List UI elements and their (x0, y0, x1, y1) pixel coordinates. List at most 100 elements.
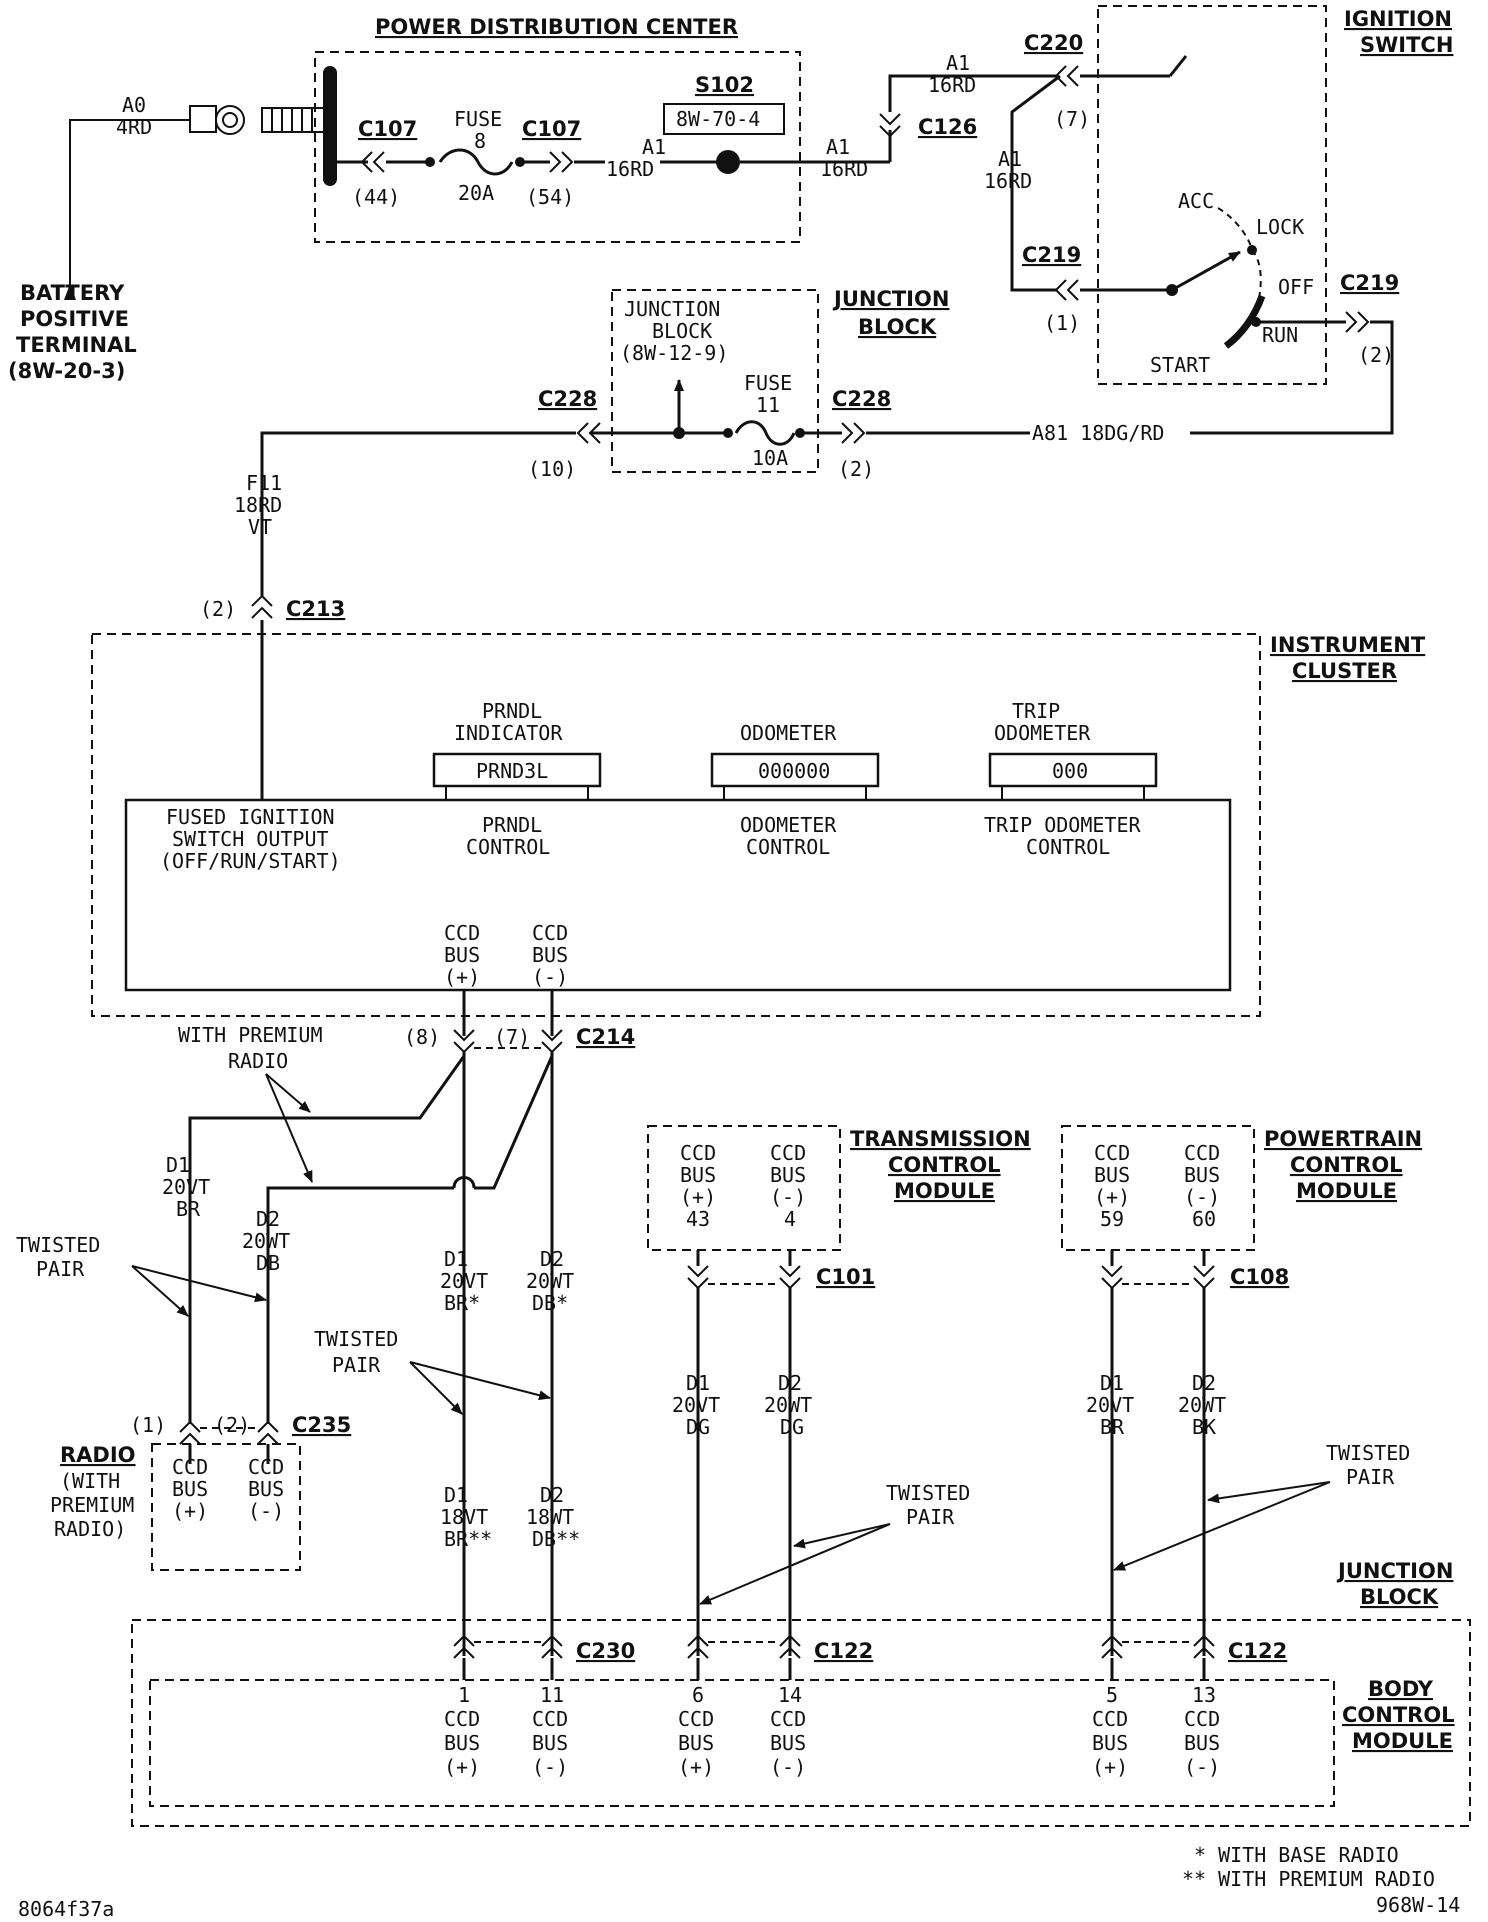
cluster-ccd-minus-1: CCD (532, 921, 568, 945)
c214-pin-b: (7) (494, 1025, 530, 1049)
wire-a0 (69, 119, 160, 300)
jb-inner-2: BLOCK (652, 319, 712, 343)
c107-label-in: C107 (358, 117, 417, 141)
ignition-lock: LOCK (1256, 215, 1304, 239)
twisted-3-line1: TWISTED (886, 1481, 970, 1505)
bcm-pin-14-pol: (-) (770, 1755, 806, 1779)
bcm-d1-tracer: BR* (444, 1291, 480, 1315)
bcm-d1-gauge-2: 18VT (440, 1505, 488, 1529)
prndl-title-2: INDICATOR (454, 721, 563, 745)
tcm-pin-minus: 4 (784, 1207, 796, 1231)
instrument-cluster: INSTRUMENT CLUSTER PRNDL INDICATOR PRND3… (91, 633, 1426, 1017)
c214-label: C214 (576, 1025, 635, 1049)
bcm-pin-6-ccd: CCD (678, 1707, 714, 1731)
bcm-d2-gauge-2: 18WT (526, 1505, 574, 1529)
pcm-ccd-minus-3: (-) (1184, 1185, 1220, 1209)
connector-c235-b (257, 1420, 279, 1445)
c230-label: C230 (576, 1639, 635, 1663)
connector-c122-b (779, 1634, 801, 1659)
footer: * WITH BASE RADIO ** WITH PREMIUM RADIO … (18, 1843, 1460, 1921)
prndl-display-value: PRND3L (476, 759, 548, 783)
radio-boundary (151, 1443, 301, 1571)
tcm-title-3: MODULE (894, 1179, 995, 1203)
fuse-11-rating: 10A (752, 446, 788, 470)
twisted-2-line1: TWISTED (314, 1327, 398, 1351)
premium-label-2: RADIO (228, 1049, 288, 1073)
prndl-title-1: PRNDL (482, 699, 542, 723)
c108-label: C108 (1230, 1265, 1289, 1289)
figure-code-right: 968W-14 (1376, 1893, 1460, 1917)
fused-label-2: SWITCH OUTPUT (172, 827, 329, 851)
fuse-8-rating: 20A (458, 181, 494, 205)
connector-c228-in (576, 422, 601, 444)
c126-label: C126 (918, 115, 977, 139)
battery-label-2: POSITIVE (20, 307, 129, 331)
premium-pointer-2 (265, 1073, 313, 1183)
radio-ccd-plus-2: BUS (172, 1477, 208, 1501)
c107-pin-in: (44) (352, 185, 400, 209)
bcm-d2-tracer-2: DB** (532, 1527, 580, 1551)
wire-a81-label: A81 18DG/RD (1032, 421, 1164, 445)
bcm-boundary (149, 1679, 1335, 1807)
battery-label-1: BATTERY (20, 281, 125, 305)
connector-c230-b (541, 1634, 563, 1659)
bcm-pin-6: 6 (692, 1683, 704, 1707)
bcm-pin-5-pol: (+) (1092, 1755, 1128, 1779)
wire-f11-tracer: VT (248, 515, 272, 539)
jb-inner-3: (8W-12-9) (620, 341, 728, 365)
trip-title-2: ODOMETER (994, 721, 1091, 745)
twisted-1-line1: TWISTED (16, 1233, 100, 1257)
lock-contact (1247, 245, 1257, 255)
pcm-pin-minus: 60 (1192, 1207, 1216, 1231)
pcm-ccd-plus-2: BUS (1094, 1163, 1130, 1187)
bcm-pin-14-bus: BUS (770, 1731, 806, 1755)
bcm-pin-13-bus: BUS (1184, 1731, 1220, 1755)
ignition-title-2: SWITCH (1360, 33, 1453, 57)
bcm-d1-circuit: D1 (444, 1247, 468, 1271)
ignition-contact (1168, 55, 1188, 77)
trip-display-value: 000 (1052, 759, 1088, 783)
c219-label-in: C219 (1022, 243, 1081, 267)
a1-feed: A1 16RD C126 A1 16RD C220 (7) A1 16RD C2… (820, 31, 1188, 335)
pcm-d1-gauge: 20VT (1086, 1393, 1134, 1417)
start-run-arc (1223, 294, 1266, 349)
twisted-1-pointer-a (131, 1265, 189, 1317)
odometer-display-value: 000000 (758, 759, 830, 783)
c235-pin2: (2) (214, 1413, 250, 1437)
wire-a1-gauge-3: 16RD (928, 73, 976, 97)
transmission-control-module: TRANSMISSION CONTROL MODULE CCD BUS (+) … (647, 1125, 1031, 1656)
wire-a0-circuit: A0 (122, 93, 146, 117)
bcm-d2-gauge: 20WT (526, 1269, 574, 1293)
c235-pin1: (1) (130, 1413, 166, 1437)
radio-d2-circuit: D2 (256, 1207, 280, 1231)
connector-c219-out (1345, 311, 1370, 333)
tcm-ccd-plus-3: (+) (680, 1185, 716, 1209)
twisted-3-pointer-b (699, 1523, 891, 1605)
twisted-3-line2: PAIR (906, 1505, 955, 1529)
fuse8-node-left (425, 157, 435, 167)
acc-arc (1217, 207, 1253, 251)
c219-label-out: C219 (1340, 271, 1399, 295)
tcm-ccd-minus-2: BUS (770, 1163, 806, 1187)
c228-pin-in: (10) (528, 457, 576, 481)
c219-pin-in: (1) (1044, 311, 1080, 335)
bcm-title-2: CONTROL (1342, 1703, 1455, 1727)
ignition-title-1: IGNITION (1344, 7, 1452, 31)
bcm-title-3: MODULE (1352, 1729, 1453, 1753)
premium-pointer-1 (265, 1073, 311, 1113)
pcm-title-1: POWERTRAIN (1264, 1127, 1422, 1151)
connector-c213 (251, 594, 273, 619)
connector-c101-b (779, 1265, 801, 1290)
radio-ccd-plus-3: (+) (172, 1499, 208, 1523)
twisted-1-line2: PAIR (36, 1257, 85, 1281)
tcm-ccd-minus-3: (-) (770, 1185, 806, 1209)
pcm-ccd-plus-3: (+) (1094, 1185, 1130, 1209)
pcm-d2-tracer: BK (1192, 1415, 1216, 1439)
battery-label-4: (8W-20-3) (8, 359, 125, 383)
bcm-d1-tracer-2: BR** (444, 1527, 492, 1551)
trip-title-1: TRIP (1012, 699, 1060, 723)
splice-ref-box (663, 103, 785, 135)
c107-pin-out: (54) (526, 185, 574, 209)
pcm-ccd-minus-1: CCD (1184, 1141, 1220, 1165)
pcm-d1-circuit: D1 (1100, 1371, 1124, 1395)
